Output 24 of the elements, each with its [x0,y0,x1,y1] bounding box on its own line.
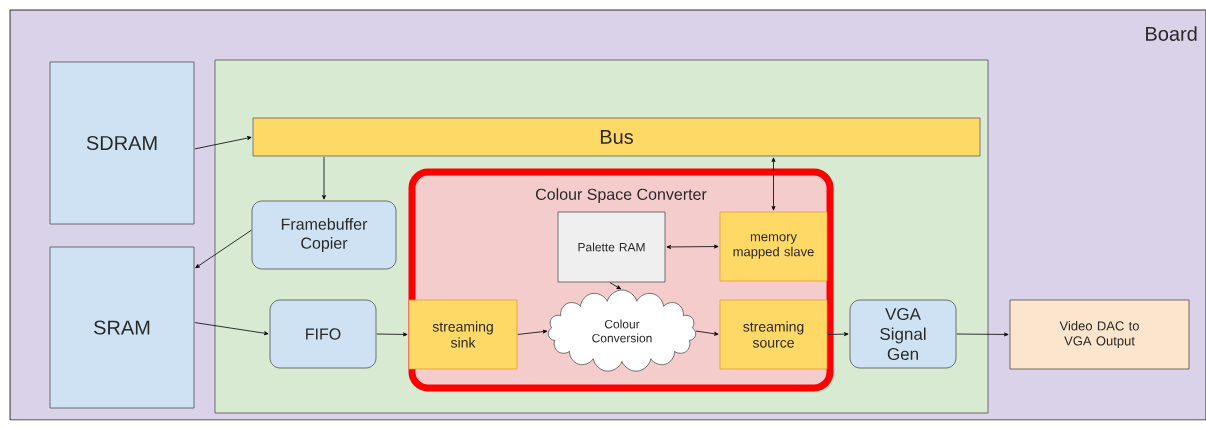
interface-box: memory mapped slave [719,211,828,282]
arrow [195,229,252,269]
arrow [376,332,408,337]
output-box: Video DAC to VGA Output [1009,299,1190,370]
arrow [194,136,252,150]
process-box: VGA Signal Gen [849,299,957,369]
interface-box: streaming source [719,299,828,370]
arrow [609,282,622,290]
arrow [771,157,776,211]
arrow [194,322,269,336]
interface-box: streaming sink [408,299,518,370]
memory-box: SRAM [49,246,195,409]
process-cloud: Colour Conversion [547,289,697,372]
bus-bar: Bus [252,117,981,157]
arrow [695,330,719,336]
arrow [666,244,719,249]
process-box: FIFO [269,299,377,369]
arrow [322,156,326,200]
arrow [827,332,849,337]
arrow [956,332,1009,337]
arrow [517,329,548,335]
process-box: Framebuffer Copier [251,200,397,270]
memory-box: SDRAM [49,61,195,225]
memory-box: Palette RAM [557,211,666,283]
